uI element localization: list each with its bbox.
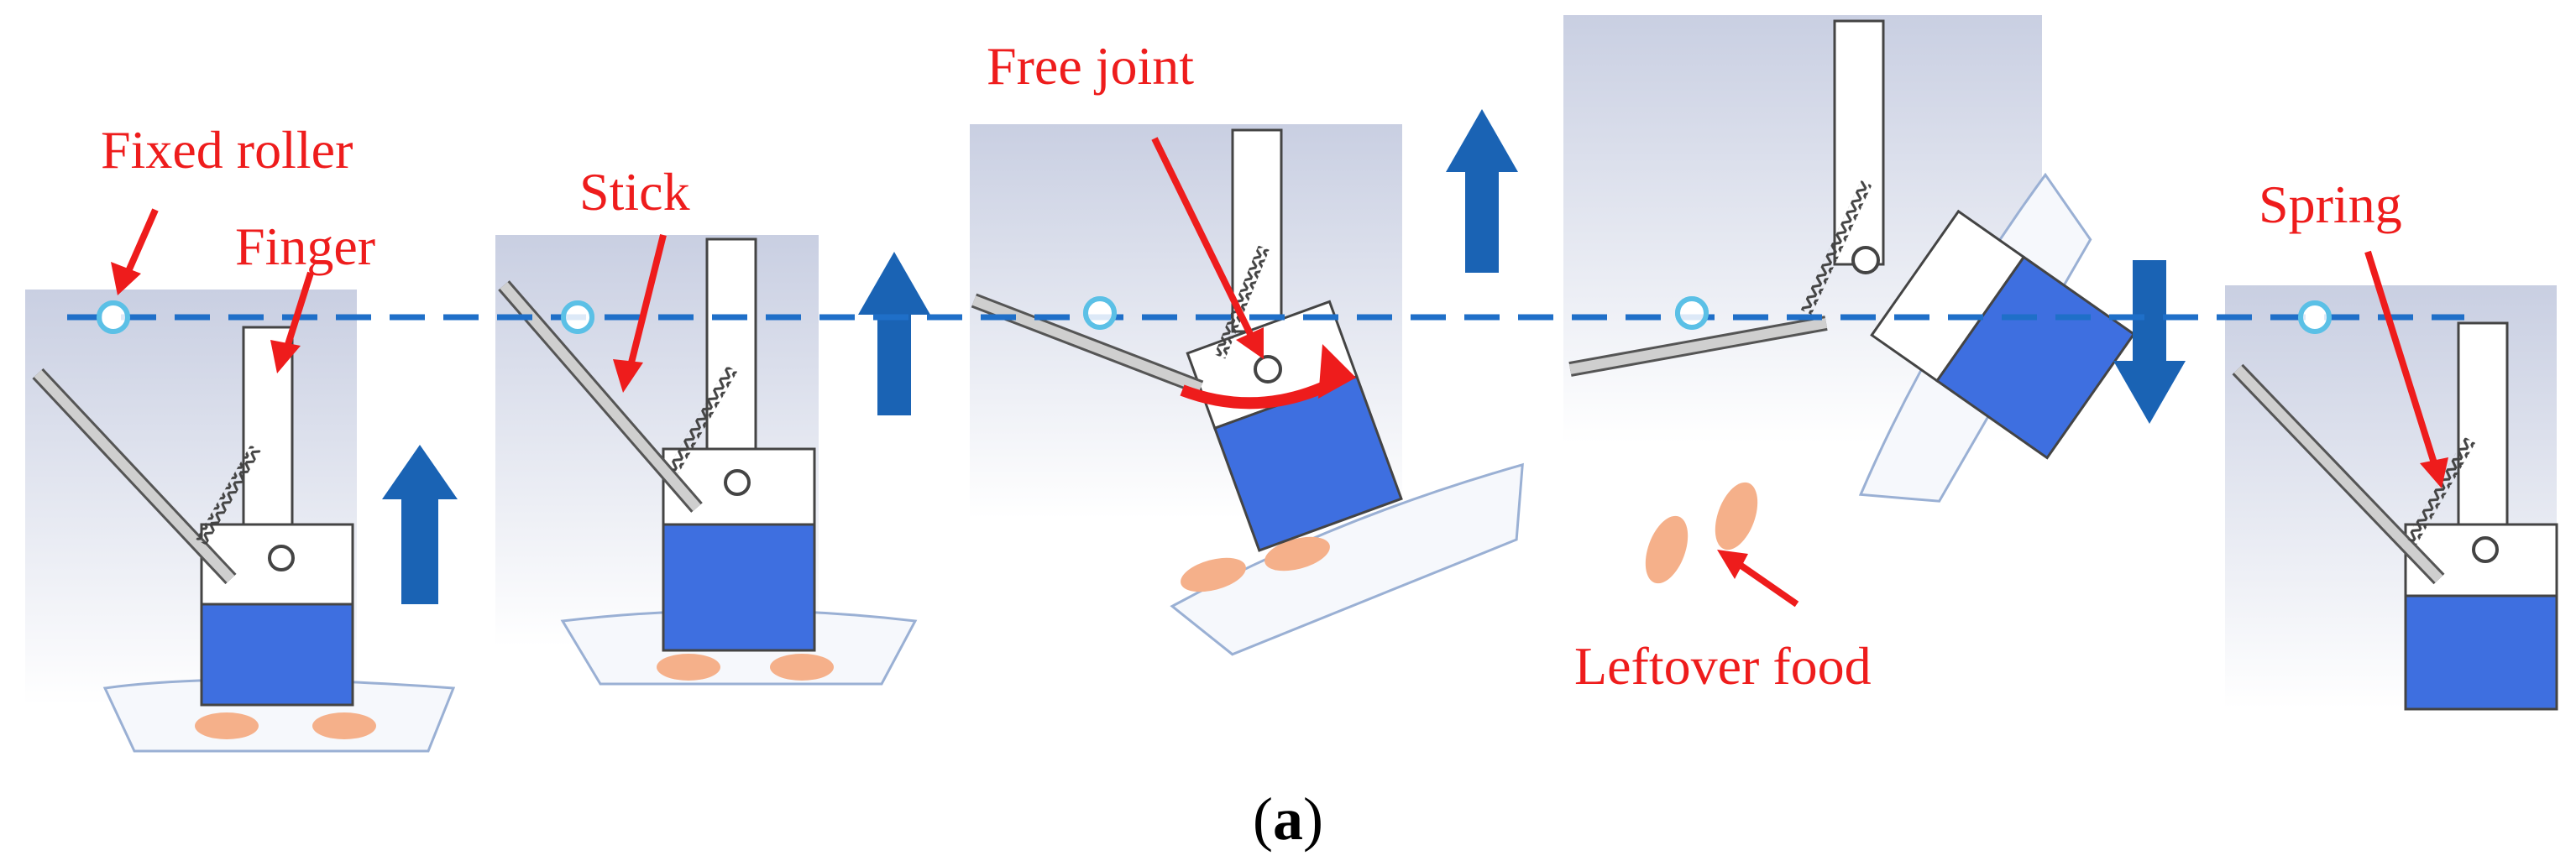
food-piece [1264,536,1330,571]
pointer-arrows [111,137,2448,608]
free-joint-pin [1851,246,1880,274]
label-stick: Stick [579,162,690,222]
free-joint-pin [1254,355,1282,384]
frame-2 [495,235,930,686]
pointer-free-joint [1151,137,1254,337]
food-piece [195,712,259,739]
caption-letter: a [1273,785,1303,853]
rotation-arrow [1180,376,1338,410]
food-piece [1645,515,1689,584]
finger-pad [2404,594,2558,711]
pointer-finger [282,271,314,354]
down-arrow [2113,260,2186,424]
pointer-leftover-food-head [1717,550,1748,579]
spring [1214,245,1270,359]
figure-caption: (a) [1253,785,1323,853]
label-leftover-food: Leftover food [1574,636,1872,696]
finger-shaft [705,237,757,463]
pointer-free-joint-head [1236,327,1264,359]
caption-close: ) [1303,785,1323,853]
rotation-arrowhead [1318,344,1356,399]
spring [1800,180,1872,315]
food-piece [312,712,376,739]
up-arrow [1446,109,1518,273]
pointer-stick [626,234,667,370]
rollers-top [97,296,2332,334]
spring [196,445,261,545]
spring [668,365,738,474]
stick-highlight [34,369,235,583]
label-fixed-roller: Fixed roller [101,120,353,180]
pointer-spring-head [2420,457,2448,488]
finger-pad [662,523,816,652]
food-piece [657,654,720,681]
free-joint-pin [268,545,295,571]
pointer-fixed-roller-head [111,262,141,295]
caption-open: ( [1253,785,1273,853]
pointer-fixed-roller [123,208,159,279]
up-arrow [382,445,458,604]
free-joint-pin [724,469,751,496]
finger-pad [200,603,354,707]
food-piece [1181,557,1246,592]
pointer-finger-head [270,340,301,373]
spring [2406,436,2476,545]
finger-shaft [2457,321,2509,543]
stick-highlight [500,282,701,511]
frame-5 [2225,285,2558,711]
free-joint-pin [2472,536,2499,563]
up-arrow [858,252,930,415]
pointer-stick-head [613,359,643,393]
frame-4 [1563,15,2186,584]
pointer-spring [2364,250,2438,467]
rotated-finger [1870,209,2136,460]
food-piece [770,654,834,681]
frame-1 [25,290,458,753]
label-finger: Finger [235,217,375,276]
pointer-leftover-food [1731,557,1799,608]
label-spring: Spring [2259,175,2402,234]
food-piece [1715,482,1758,551]
label-free-joint: Free joint [987,36,1194,96]
frame-3 [970,109,1524,656]
stick-highlight [2233,365,2443,583]
stick-highlight [1568,318,1828,374]
